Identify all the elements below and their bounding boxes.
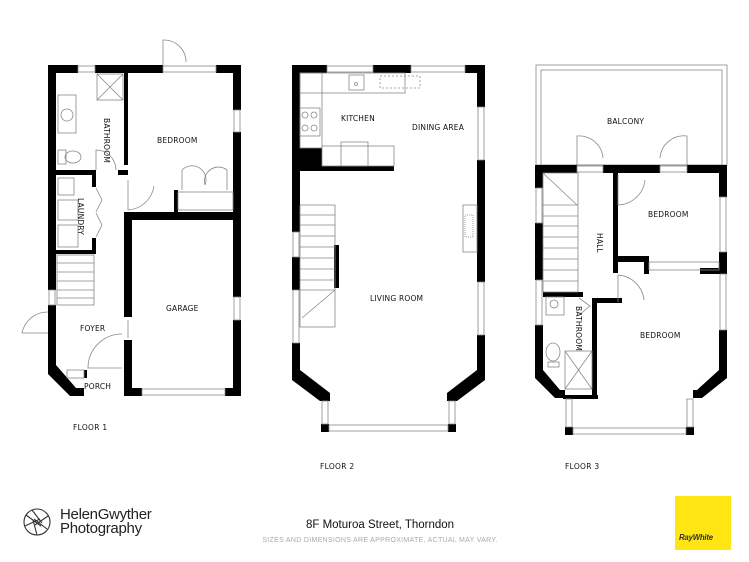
brand-name-line2: Photography: [60, 520, 142, 537]
property-address: 8F Moturoa Street, Thorndon: [305, 519, 455, 531]
room-label-bedroom-f1: BEDROOM: [157, 136, 198, 145]
floor-1-fixtures: [21, 39, 241, 396]
room-label-living-room: LIVING ROOM: [370, 294, 423, 303]
room-label-bedroom-f3-lower: BEDROOM: [640, 331, 681, 340]
floor-3-label: FLOOR 3: [565, 462, 600, 471]
room-label-garage: GARAGE: [166, 304, 199, 313]
photographer-brand: HelenGwyther Photography: [22, 506, 152, 537]
room-label-bathroom-f1: BATHROOM: [102, 118, 111, 163]
room-label-hall: HALL: [595, 233, 604, 254]
floor-1-label: FLOOR 1: [73, 423, 108, 432]
floor-3-balcony: [535, 64, 728, 166]
floor-2-label: FLOOR 2: [320, 462, 355, 471]
floor-1-plan: [48, 65, 241, 396]
room-label-balcony: BALCONY: [607, 117, 644, 126]
floor-3-plan: [535, 165, 727, 435]
disclaimer: SIZES AND DIMENSIONS ARE APPROXIMATE, AC…: [262, 537, 498, 544]
raywhite-logo: RayWhite: [675, 496, 731, 550]
room-label-porch: PORCH: [84, 382, 111, 391]
floor-2-fixtures: [292, 65, 485, 432]
camera-aperture-icon: [23, 508, 51, 536]
room-label-bedroom-f3-upper: BEDROOM: [648, 210, 689, 219]
floor-3-fixtures: [535, 135, 727, 435]
room-label-laundry: LAUNDRY: [76, 198, 85, 235]
room-label-bathroom-f3: BATHROOM: [574, 306, 583, 351]
room-label-dining-area: DINING AREA: [412, 123, 465, 132]
room-label-foyer: FOYER: [80, 324, 105, 333]
floor-2-plan: [292, 65, 485, 432]
agency-name: RayWhite: [679, 533, 713, 542]
brand-name-line1: HelenGwyther: [60, 506, 152, 523]
room-label-kitchen: KITCHEN: [341, 114, 375, 123]
